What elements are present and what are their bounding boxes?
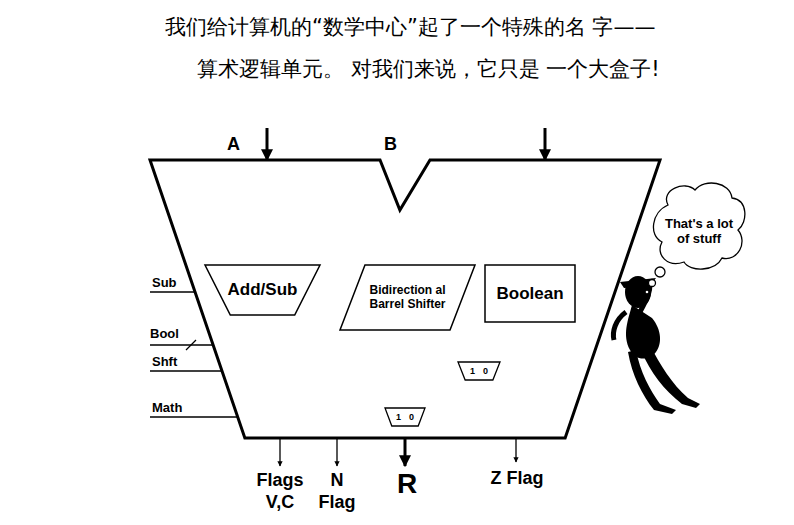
hat [620, 278, 656, 288]
thought-bubble [645, 183, 745, 294]
signal-label: Flags V,C [247, 470, 313, 513]
mux-box-shape [385, 408, 425, 426]
boolean-box-shape-outline [485, 265, 575, 322]
signal-label: Shft [152, 354, 192, 370]
input-arrow [266, 128, 269, 160]
arm [613, 312, 626, 340]
alu-housing-label: B [384, 134, 397, 155]
signal-label: Sub [152, 275, 192, 291]
signal-label: Z Flag [490, 468, 544, 490]
mux-box-shape [458, 362, 500, 380]
torso [626, 305, 660, 359]
signal-label: R [385, 467, 429, 501]
bubble-dot [655, 267, 665, 277]
mux-box-label: 1 [470, 366, 475, 376]
thought-text-label: That's a lot of stuff [664, 217, 734, 247]
mux-box: 10 [385, 408, 425, 426]
mux-box-shape-outline [385, 408, 425, 426]
adder-box: Add/Sub [205, 265, 320, 315]
alu-housing-label: A [227, 134, 240, 155]
shifter-box-shape-outline [340, 265, 475, 330]
mux-box-shape-outline [458, 362, 500, 380]
arm [640, 284, 650, 312]
boolean-box-label: Boolean [496, 284, 563, 304]
adder-box-shape-outline [205, 265, 320, 315]
bubble-dot [645, 290, 649, 294]
bubble-dot [649, 280, 656, 287]
shifter-box-label: Bidirection al Barrel Shifter [366, 284, 450, 312]
heading-text: 我们给计算机的“数学中心”起了一个特殊的名 字——算术逻辑单元。 对我们来说，它… [165, 6, 697, 90]
leg [642, 345, 700, 408]
mux-box-label: 1 [396, 412, 401, 422]
shifter-box: Bidirection al Barrel Shifter [340, 265, 475, 330]
boolean-box: Boolean [485, 265, 575, 322]
signal-label: Math [152, 400, 192, 416]
mux-box-label: 0 [483, 366, 488, 376]
mux-box-label: 0 [409, 412, 414, 422]
mux-box: 10 [458, 362, 500, 380]
adder-box-label: Add/Sub [228, 280, 298, 300]
signal-label: N Flag [310, 470, 364, 513]
cloud [653, 183, 744, 269]
alu-housing-shape-outline [150, 160, 660, 438]
signal-label: Bool [150, 326, 190, 342]
alu-housing: ABAdd/SubBidirection al Barrel ShifterBo… [150, 160, 660, 438]
input-arrow [544, 128, 547, 160]
thought-text: That's a lot of stuff [663, 204, 735, 260]
thinking-person [613, 276, 700, 414]
